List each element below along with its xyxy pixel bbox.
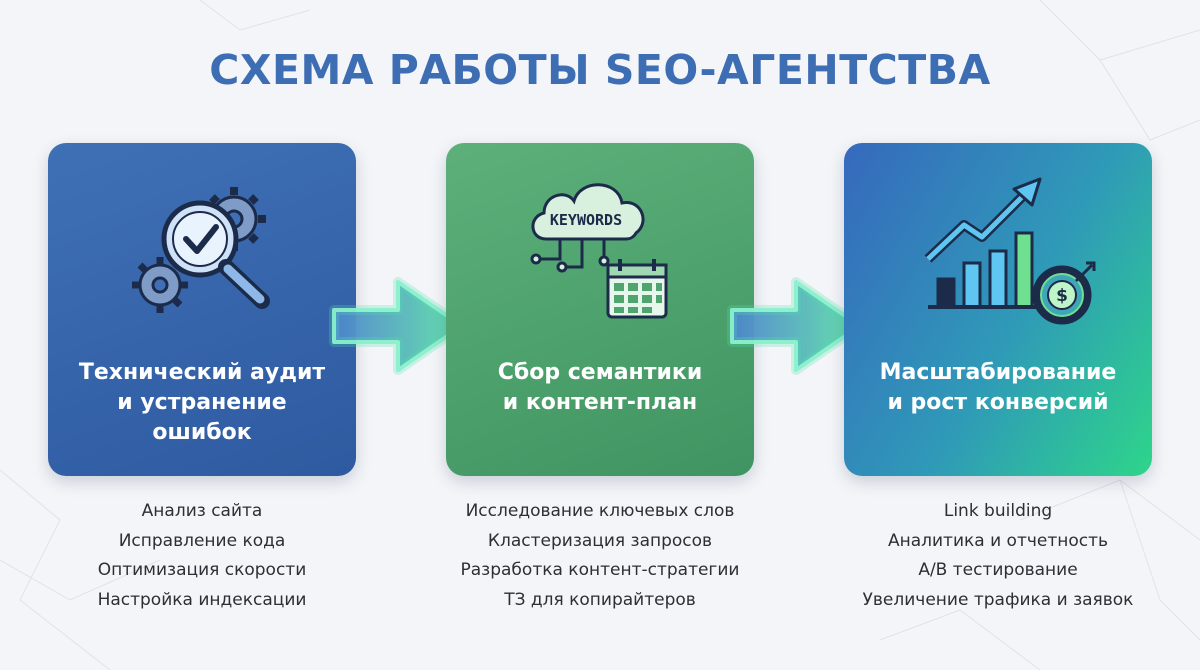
step-details-list: Исследование ключевых слов Кластеризация… [401,497,799,615]
arrow-right-icon [329,277,467,375]
list-item: Кластеризация запросов [487,530,713,551]
step-title: Технический аудит и устранение ошибок [78,360,326,445]
list-item: Исследование ключевых слов [465,501,735,521]
list-item: Аналитика и отчетность [887,530,1109,551]
step-card-technical-audit: Технический аудит и устранение ошибок [48,143,356,476]
keywords-cloud-calendar-icon: KEYWORDS [530,183,668,319]
list-item: Link building [943,501,1053,521]
step-details-list: Анализ сайта Исправление кода Оптимизаци… [3,497,401,615]
list-item: Анализ сайта [141,501,263,521]
step-card-scaling: $ Масштабирование и рост конверсий [844,143,1152,476]
list-item: Оптимизация скорости [97,560,307,580]
step-title: Сбор семантики и контент-план [497,360,703,415]
step-details-list: Link building Аналитика и отчетность A/B… [799,497,1197,615]
list-item: Настройка индексации [97,589,307,610]
svg-text:$: $ [1056,286,1068,306]
gear-magnifier-checkmark-icon [132,187,270,313]
list-item: ТЗ для копирайтеров [504,589,696,610]
svg-text:KEYWORDS: KEYWORDS [550,211,622,229]
growth-chart-dollar-target-icon: $ [924,177,1096,325]
list-item: Увеличение трафика и заявок [862,589,1134,610]
list-item: Исправление кода [118,530,286,551]
step-card-semantics: KEYWORDS Сбор семантики и контент-план [446,143,754,476]
page-title: СХЕМА РАБОТЫ SEO-АГЕНТСТВА [209,46,991,94]
arrow-right-icon [727,277,865,375]
list-item: Разработка контент-стратегии [460,560,740,580]
list-item: A/B тестирование [918,560,1078,580]
step-title: Масштабирование и рост конверсий [879,360,1117,415]
